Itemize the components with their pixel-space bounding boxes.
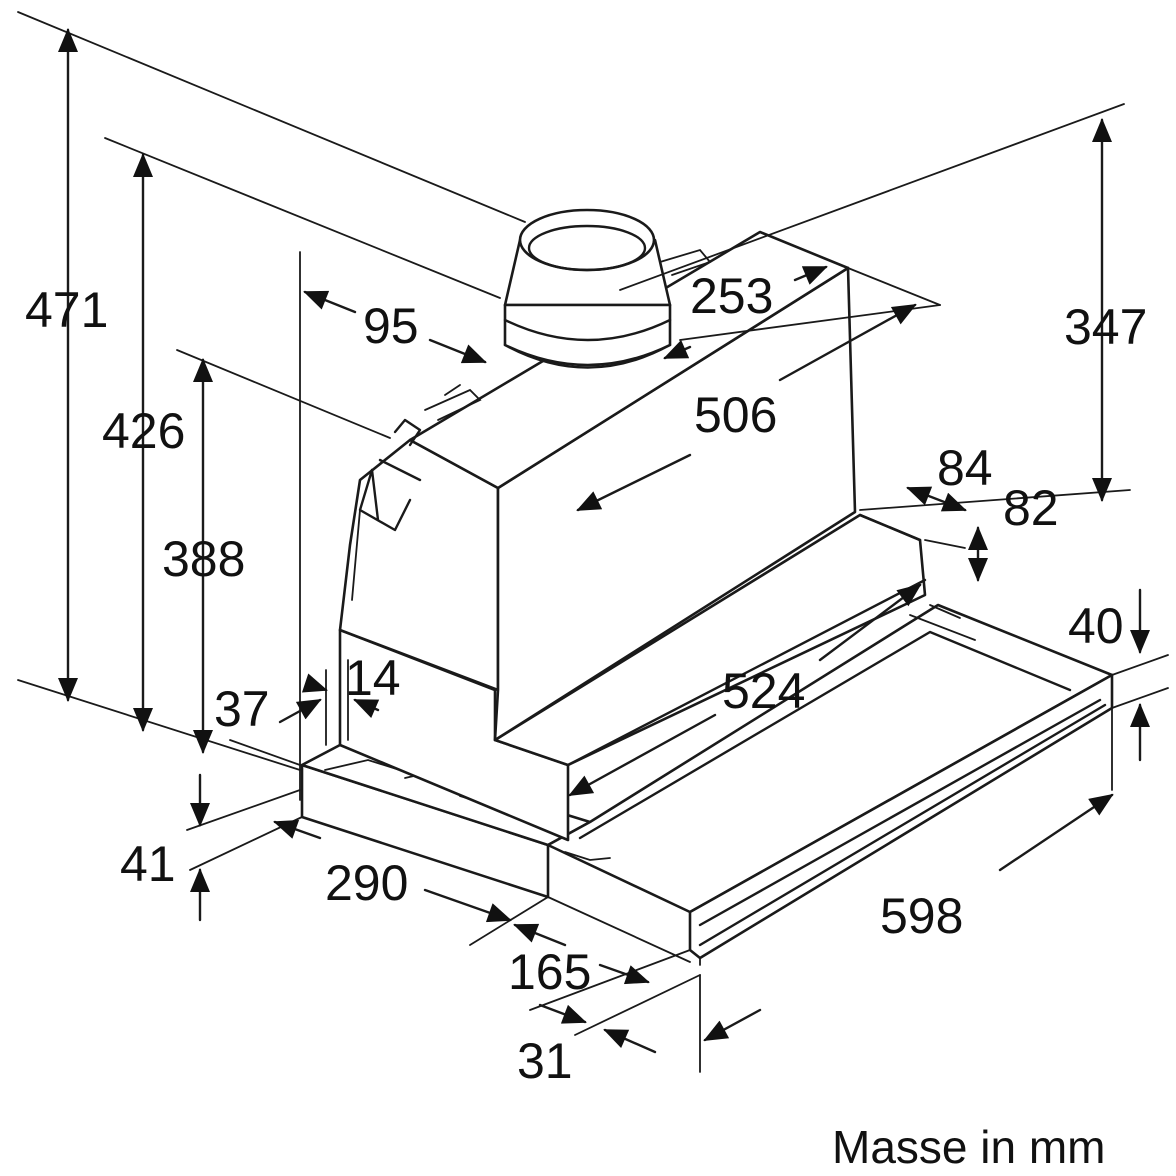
- dim-arrow-14: [353, 698, 380, 718]
- hood-body: [300, 208, 1114, 966]
- dim-label-290: 290: [325, 855, 408, 911]
- dim-arrow-84: [906, 486, 967, 512]
- telescopic-tray: [546, 603, 1114, 914]
- dim-arrow-165-b: [598, 963, 650, 985]
- dim-arrow-598-a: [703, 1008, 762, 1042]
- dim-arrow-290-b: [423, 888, 512, 923]
- dim-arrow-95-b: [428, 338, 487, 364]
- dim-arrow-506-a: [576, 453, 692, 512]
- dim-label-524: 524: [722, 663, 805, 719]
- dim-arrow-31-b: [603, 1028, 657, 1054]
- dim-arrow-524-a: [568, 713, 717, 797]
- dim-arrow-253-a: [663, 339, 692, 360]
- dim-label-253: 253: [690, 268, 773, 324]
- dim-label-31: 31: [517, 1033, 573, 1089]
- dim-arrow-253-b: [793, 265, 828, 285]
- dim-arrow-31-a: [538, 1003, 587, 1024]
- dim-label-506: 506: [694, 387, 777, 443]
- dim-label-37: 37: [214, 681, 270, 737]
- dim-label-84: 84: [937, 440, 993, 496]
- dim-label-165: 165: [508, 944, 591, 1000]
- dim-arrow-165-a: [513, 923, 567, 947]
- dim-label-598: 598: [880, 888, 963, 944]
- dim-label-82: 82: [1003, 480, 1059, 536]
- dim-label-426: 426: [102, 403, 185, 459]
- dim-arrow-290-a: [273, 819, 322, 840]
- dim-label-471: 471: [25, 282, 108, 338]
- dim-arrow-37-b: [301, 673, 328, 693]
- dim-arrow-598-b: [998, 793, 1114, 872]
- dim-label-388: 388: [162, 531, 245, 587]
- dim-arrow-506-b: [778, 303, 917, 382]
- dim-label-41: 41: [120, 836, 176, 892]
- dimension-arrows: [58, 27, 1150, 1054]
- dim-label-95: 95: [363, 298, 419, 354]
- exhaust-spigot: [503, 208, 672, 369]
- dimension-labels: 471 426 388 95 253 347 506 84 82 40 14 3…: [25, 268, 1147, 1089]
- dim-label-14: 14: [345, 650, 401, 706]
- dim-label-347: 347: [1064, 299, 1147, 355]
- dim-arrow-524-b: [818, 583, 922, 662]
- dim-arrow-95-a: [303, 290, 357, 314]
- units-caption: Masse in mm: [832, 1121, 1105, 1173]
- dim-label-40: 40: [1068, 598, 1124, 654]
- housing-front-face: [493, 513, 927, 767]
- dim-arrow-37-a: [278, 698, 322, 724]
